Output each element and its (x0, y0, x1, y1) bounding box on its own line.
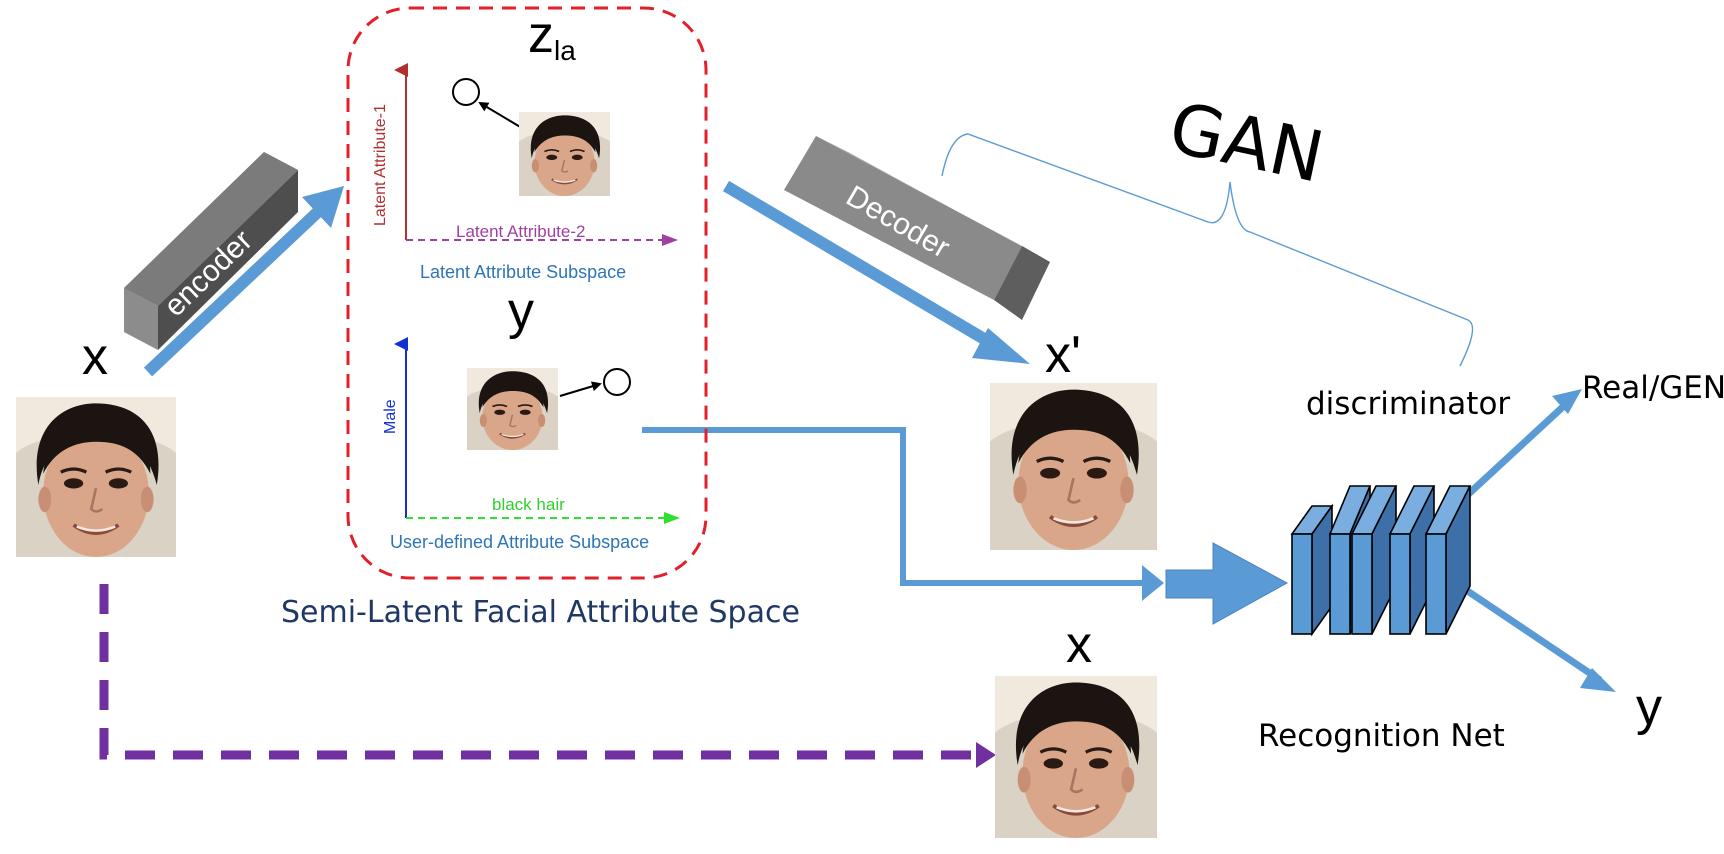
output-y-label: y (1636, 678, 1662, 736)
user-attribute-subspace: Male black hair User-defined Attribute S… (382, 337, 680, 552)
x-prime-label: x' (1045, 326, 1081, 384)
attribute-to-net-arrow (642, 427, 1164, 601)
user-subspace-caption: User-defined Attribute Subspace (390, 532, 649, 552)
identity-skip-path (99, 584, 996, 768)
gan-bracket (941, 133, 1474, 367)
user-point (603, 368, 631, 396)
latent-attribute-subspace: Latent Attribute-1 Latent Attribute-2 La… (372, 63, 678, 282)
network-layers-icon (1290, 485, 1472, 637)
encoder-arrow (143, 186, 344, 377)
user-axis-y-label: Male (382, 399, 399, 434)
y-code-label: y (508, 282, 534, 340)
recognition-net-label: Recognition Net (1258, 718, 1505, 754)
real-face-image (993, 674, 1159, 840)
latent-point (452, 78, 480, 106)
latent-face-image (517, 110, 612, 198)
attribute-space-box (346, 6, 708, 580)
zla-label: zla (528, 6, 576, 66)
user-face-image (465, 366, 560, 452)
gan-label: GAN (1162, 86, 1330, 198)
big-input-arrow (1165, 542, 1289, 625)
generated-face-image (990, 383, 1157, 550)
y-output-arrow (1464, 587, 1616, 692)
real-gen-arrow (1459, 389, 1582, 503)
latent-subspace-caption: Latent Attribute Subspace (420, 262, 626, 282)
semi-latent-caption: Semi-Latent Facial Attribute Space (281, 595, 800, 630)
real-x-label: x (1066, 616, 1092, 674)
discriminator-label: discriminator (1306, 386, 1510, 422)
latent-axis-y-label: Latent Attribute-1 (372, 104, 389, 226)
real-gen-label: Real/GEN (1582, 370, 1724, 406)
input-face-image (14, 395, 178, 559)
latent-axis-x-label: Latent Attribute-2 (456, 222, 585, 241)
input-x-label: x (82, 328, 108, 386)
user-axis-x-label: black hair (492, 495, 565, 514)
decoder-arrow (722, 180, 1030, 364)
encoder-block: encoder (124, 152, 298, 350)
